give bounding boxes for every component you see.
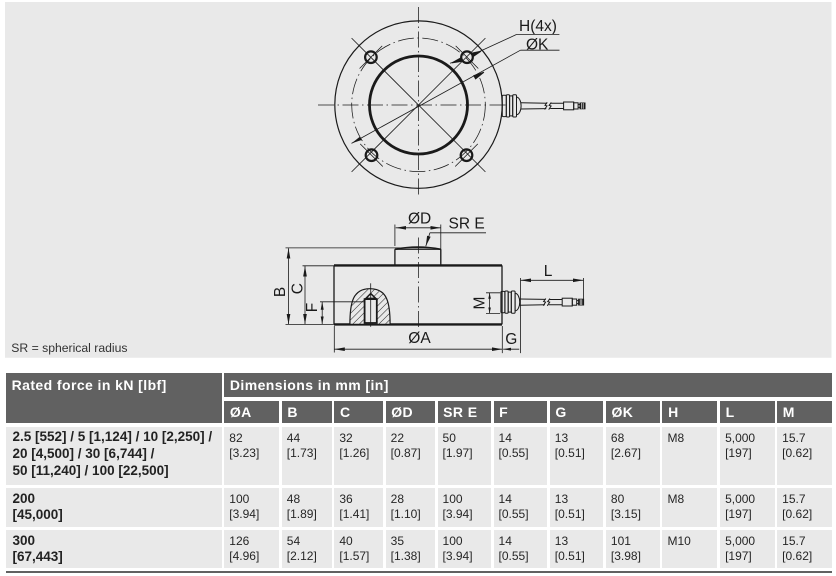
svg-text:SR E: SR E — [449, 216, 485, 233]
svg-text:C: C — [290, 283, 307, 294]
svg-text:M: M — [472, 297, 489, 310]
svg-text:H(4x): H(4x) — [519, 18, 557, 35]
svg-text:B: B — [272, 287, 289, 297]
svg-text:ØD: ØD — [408, 210, 431, 227]
svg-text:G: G — [505, 331, 517, 348]
svg-text:F: F — [304, 303, 321, 312]
svg-text:ØA: ØA — [408, 330, 431, 347]
svg-text:ØK: ØK — [526, 37, 549, 54]
svg-text:L: L — [544, 263, 553, 280]
